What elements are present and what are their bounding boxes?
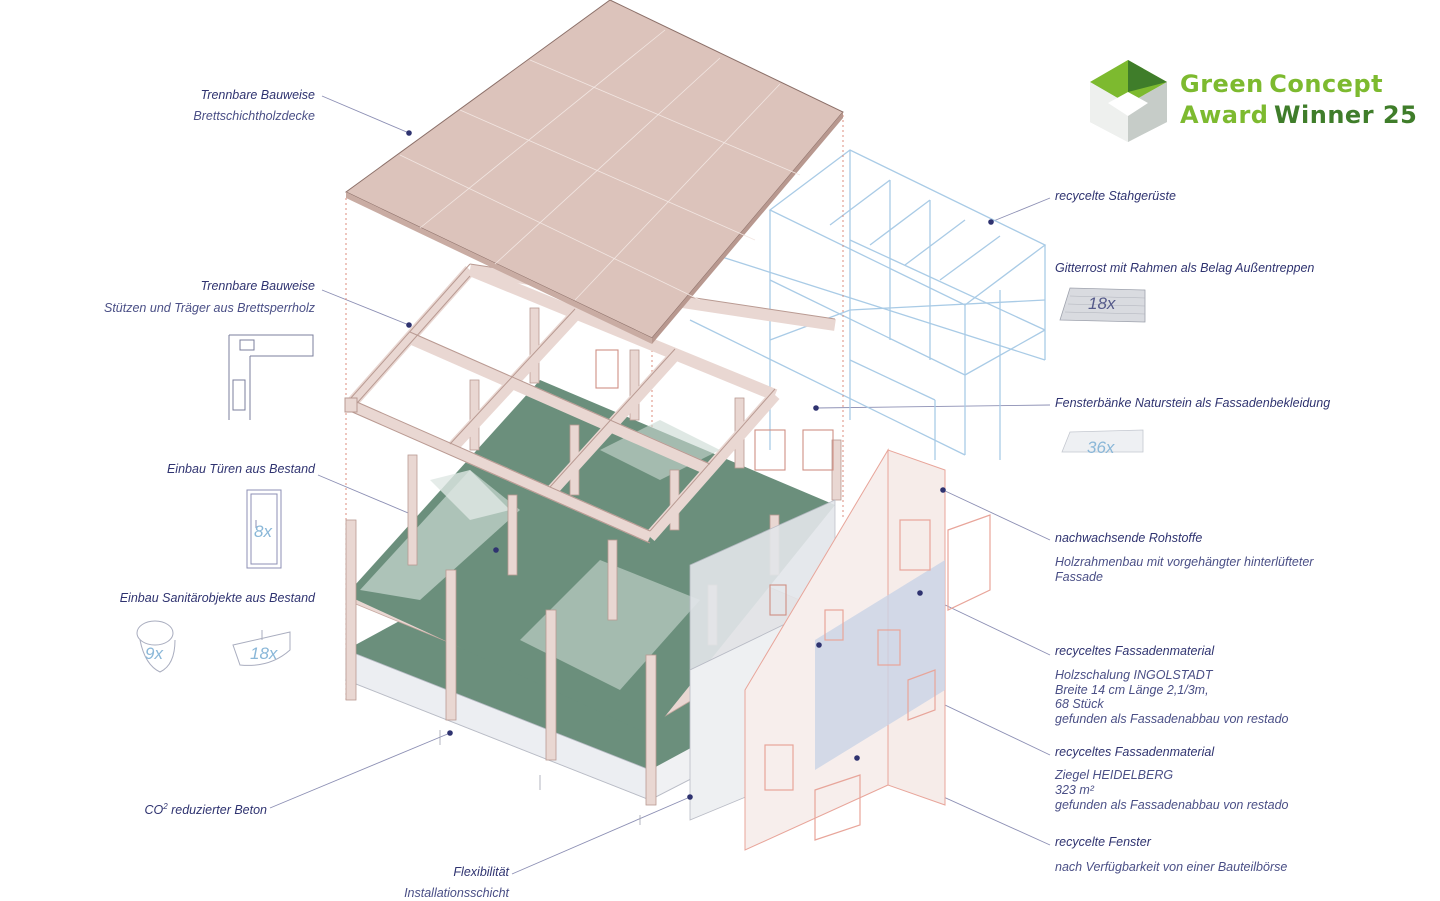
label-facade2-sub2: 323 m² <box>1055 783 1094 797</box>
label-sills-title: Fensterbänke Naturstein als Fassadenbekl… <box>1055 396 1331 410</box>
label-concrete-post: reduzierter Beton <box>167 803 267 818</box>
award-word-winner: Winner 25 <box>1274 101 1418 129</box>
label-roof-title: Trennbare Bauweise <box>200 88 315 102</box>
label-facade2-sub3: gefunden als Fassadenabbau von restado <box>1055 798 1289 812</box>
label-concrete-title: CO2 reduzierter Beton <box>144 799 267 818</box>
label-scaffold-title: recycelte Stahgerüste <box>1055 189 1176 203</box>
label-concrete-sup: 2 <box>163 802 168 811</box>
label-flex-title: Flexibilität <box>453 865 509 879</box>
award-word-green: Green <box>1180 70 1264 98</box>
sills-count: 36x <box>1087 438 1115 457</box>
label-renewable-sub2: Fassade <box>1055 570 1103 584</box>
label-windows-sub: nach Verfügbarkeit von einer Bauteilbörs… <box>1055 860 1288 874</box>
label-grating-title: Gitterrost mit Rahmen als Belag Außentre… <box>1055 261 1315 275</box>
toilet-icon <box>136 620 176 673</box>
label-facade1-sub4: gefunden als Fassadenabbau von restado <box>1055 712 1289 726</box>
label-frame-title: Trennbare Bauweise <box>200 279 315 293</box>
column-detail-icon <box>228 334 314 420</box>
label-frame-sub: Stützen und Träger aus Brettsperrholz <box>104 301 315 315</box>
label-windows-title: recycelte Fenster <box>1055 835 1151 849</box>
label-facade2-title: recyceltes Fassadenmaterial <box>1055 745 1215 759</box>
doors-count: 8x <box>254 522 272 541</box>
label-flex-sub: Installationsschicht <box>404 886 509 900</box>
label-roof-sub: Brettschichtholzdecke <box>193 109 315 123</box>
label-facade1-sub2: Breite 14 cm Länge 2,1/3m, <box>1055 683 1209 697</box>
label-facade1-title: recyceltes Fassadenmaterial <box>1055 644 1215 658</box>
label-facade2-sub1: Ziegel HEIDELBERG <box>1055 768 1174 782</box>
label-renewable-sub1: Holzrahmenbau mit vorgehängter hinterlüf… <box>1055 555 1314 569</box>
award-logo <box>1090 60 1167 142</box>
grating-count: 18x <box>1088 294 1116 313</box>
foundation <box>439 730 641 825</box>
wall-panels <box>595 349 991 851</box>
timber-beam-grid <box>344 263 836 544</box>
grating-icon <box>1059 287 1146 323</box>
award-word-concept: Concept <box>1269 70 1384 98</box>
label-renewable-title: nachwachsende Rohstoffe <box>1055 531 1203 545</box>
label-doors-title: Einbau Türen aus Bestand <box>166 462 315 476</box>
sinks-count: 18x <box>250 644 278 663</box>
alignment-dashes <box>345 115 844 800</box>
roof-slab <box>345 0 844 344</box>
label-facade1-sub3: 68 Stück <box>1055 697 1104 711</box>
label-concrete-pre: CO <box>144 803 164 818</box>
label-sanitary-title: Einbau Sanitärobjekte aus Bestand <box>119 591 315 605</box>
toilets-count: 9x <box>145 644 163 663</box>
award-word-award: Award <box>1180 101 1269 129</box>
leader-dots <box>406 130 994 800</box>
door-icon <box>246 489 282 569</box>
stone-sill-icon <box>1061 429 1144 453</box>
label-facade1-sub1: Holzschalung INGOLSTADT <box>1055 668 1213 682</box>
sink-icon <box>232 630 291 666</box>
award-text: Green Concept Award Winner 25 <box>1180 70 1417 132</box>
